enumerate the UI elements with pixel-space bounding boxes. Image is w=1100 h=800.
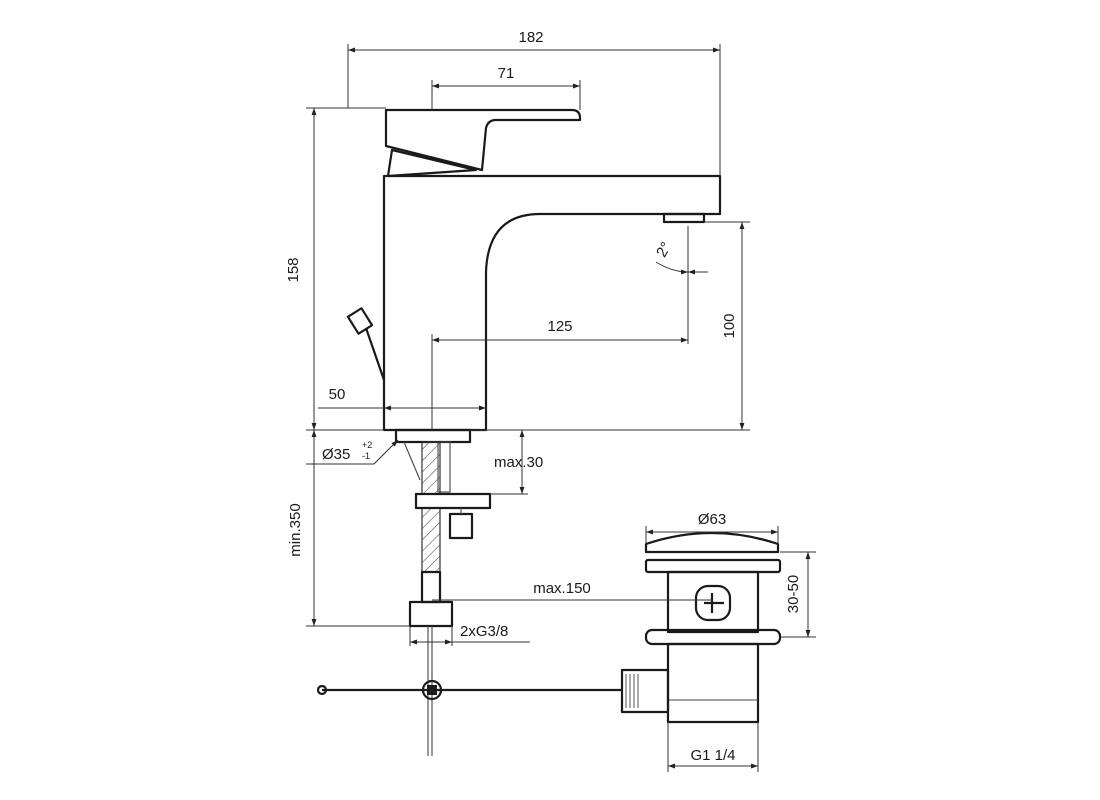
dim-waste-diameter: Ø63 [698,511,726,528]
dimension-lines [306,44,816,772]
waste-side-connector [620,668,670,714]
dim-body-offset: 50 [329,386,346,403]
braided-hose-lower [421,507,441,573]
dim-lever-length: 71 [498,65,515,82]
dim-hole-tolerance-upper: +2 [362,440,372,450]
dim-waste-range: 30-50 [785,575,802,613]
cartridge-wedge [386,148,478,178]
pull-rod-knob [346,307,386,381]
waste-tailpiece [666,642,760,724]
dim-deck-thickness: max.30 [494,454,543,471]
dim-spout-angle: 2° [653,239,675,260]
dimension-labels: 182 71 158 100 125 50 2° Ø35 +2 -1 max.3… [285,29,802,764]
dim-spout-height: 100 [721,313,738,338]
aerator [662,212,706,224]
dim-hose-length: min.350 [287,503,304,556]
dim-rod-length: max.150 [533,580,591,597]
waste-flange [644,558,782,574]
waste-body [666,570,760,634]
mounting-base [394,428,472,444]
connection-nut [408,600,454,628]
dim-waste-thread: G1 1/4 [690,747,735,764]
waste-valve [620,531,782,724]
faucet-body [382,174,722,432]
fixing-plate [414,492,492,510]
hose-connector [420,570,442,604]
braided-hose-upper [421,441,441,495]
lever-handle [384,108,582,172]
dim-hole-tolerance-lower: -1 [362,451,370,461]
dim-overall-width: 182 [518,29,543,46]
fixing-nut [448,512,474,540]
faucet [316,108,722,756]
linkage-clamp [421,679,443,701]
waste-cap [644,531,780,554]
dim-spout-reach: 125 [547,318,572,335]
dim-height: 158 [285,257,302,282]
dim-connection-thread: 2xG3/8 [460,623,508,640]
dim-hole-diameter: Ø35 [322,446,350,463]
